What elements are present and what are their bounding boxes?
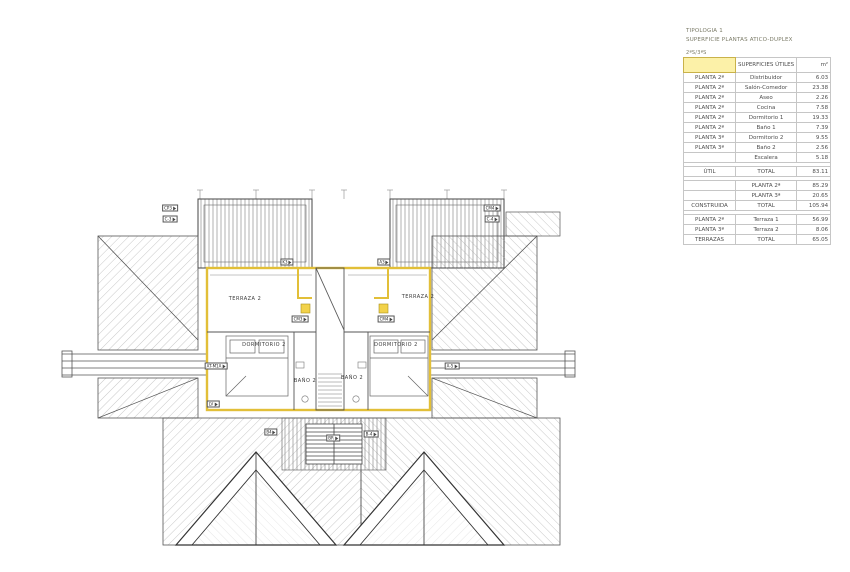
- dimension-ticks: [197, 189, 507, 199]
- roof-left: [97, 235, 199, 419]
- exterior-stairs: [305, 423, 363, 465]
- drawing-title: SUPERFICIE PLANTAS ATICO-DUPLEX: [686, 37, 793, 44]
- roof-bottom: [162, 417, 561, 546]
- areas-table-unit: m²: [796, 57, 832, 73]
- drawing-subtitle: 2ªS/3ªS: [686, 49, 707, 56]
- bed-left: [225, 335, 289, 397]
- bath-fixtures: [295, 361, 367, 403]
- legend-swatch: [683, 57, 736, 73]
- roof-right: [431, 211, 561, 419]
- pergola-left: [61, 350, 207, 378]
- drawing-typology: TIPOLOGIA 1: [686, 28, 723, 34]
- title-block: TIPOLOGIA 1 SUPERFICIE PLANTAS ATICO-DUP…: [686, 27, 793, 57]
- areas-table-title: SUPERFICIES ÚTILES: [734, 57, 798, 73]
- unit-plan: [205, 266, 432, 412]
- balcony-left: [197, 198, 313, 269]
- pergola-right: [430, 350, 576, 378]
- areas-table-header: SUPERFICIES ÚTILES m²: [683, 57, 832, 73]
- bed-right: [369, 335, 429, 397]
